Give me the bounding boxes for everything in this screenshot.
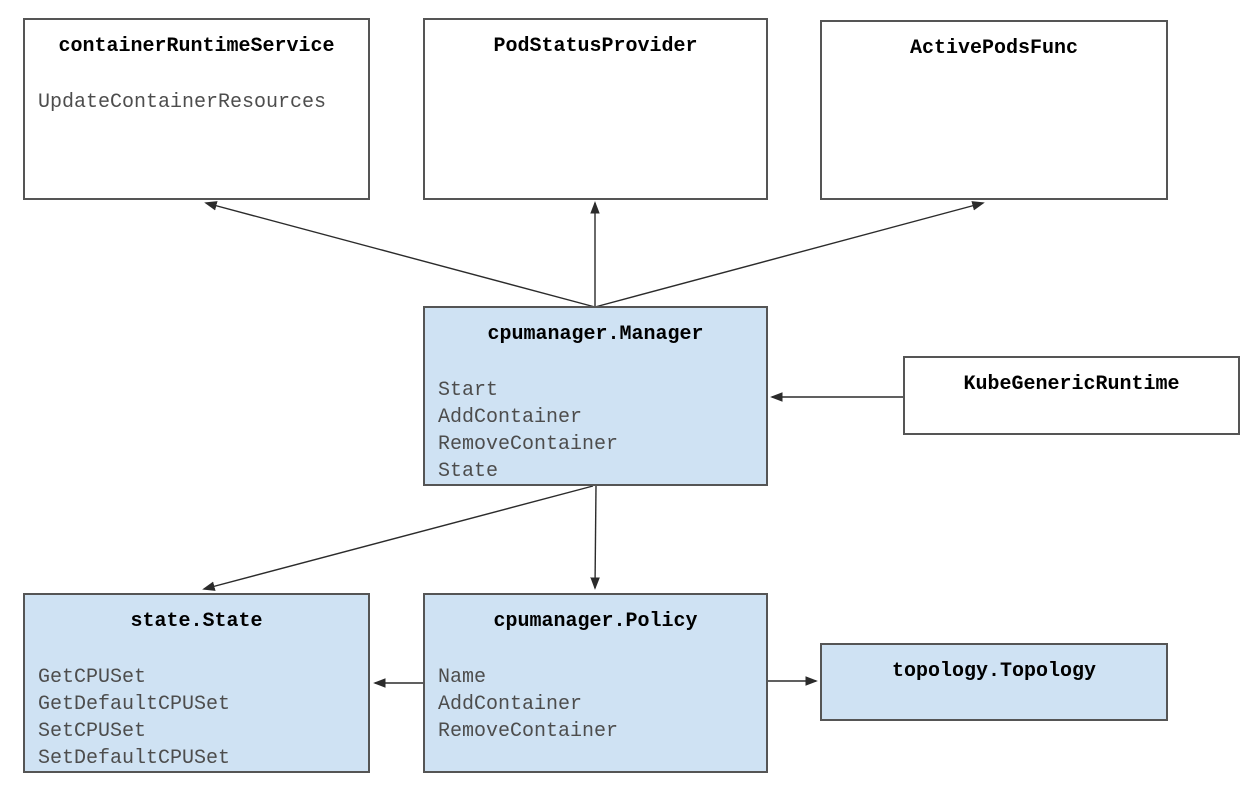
node-state-state: state.State GetCPUSet GetDefaultCPUSet S… xyxy=(23,593,370,773)
method-item: AddContainer xyxy=(438,406,583,429)
method-item: Name xyxy=(438,666,487,689)
method-item: SetDefaultCPUSet xyxy=(38,747,231,770)
method-item: GetCPUSet xyxy=(38,666,147,689)
node-cpumanager-manager: cpumanager.Manager Start AddContainer Re… xyxy=(423,306,768,486)
node-method-list: Start AddContainer RemoveContainer State xyxy=(425,377,766,485)
node-active-pods-func: ActivePodsFunc xyxy=(820,20,1168,200)
edge-manager-to-active-pods-func xyxy=(594,201,985,308)
node-topology-topology: topology.Topology xyxy=(820,643,1168,721)
node-container-runtime-service: containerRuntimeService UpdateContainerR… xyxy=(23,18,370,200)
node-title: ActivePodsFunc xyxy=(909,37,1079,60)
method-item: State xyxy=(438,460,499,483)
node-title: cpumanager.Policy xyxy=(493,610,698,633)
node-kube-generic-runtime: KubeGenericRuntime xyxy=(903,356,1240,435)
method-item: AddContainer xyxy=(438,693,583,716)
node-pod-status-provider: PodStatusProvider xyxy=(423,18,768,200)
node-cpumanager-policy: cpumanager.Policy Name AddContainer Remo… xyxy=(423,593,768,773)
method-item: RemoveContainer xyxy=(438,433,619,456)
node-method-list: UpdateContainerResources xyxy=(25,89,368,116)
node-method-list: GetCPUSet GetDefaultCPUSet SetCPUSet Set… xyxy=(25,664,368,772)
node-method-list: Name AddContainer RemoveContainer xyxy=(425,664,766,745)
node-title: state.State xyxy=(130,610,263,633)
node-title: topology.Topology xyxy=(891,660,1097,683)
edge-manager-to-container-runtime-service xyxy=(204,201,596,308)
node-title: PodStatusProvider xyxy=(493,35,698,58)
node-title: cpumanager.Manager xyxy=(487,323,704,346)
edge-manager-to-policy xyxy=(590,485,600,590)
edge-manager-to-state xyxy=(202,485,594,591)
node-title: containerRuntimeService xyxy=(58,35,335,58)
method-item: GetDefaultCPUSet xyxy=(38,693,231,716)
method-item: SetCPUSet xyxy=(38,720,147,743)
method-item: Start xyxy=(438,379,499,402)
method-item: RemoveContainer xyxy=(438,720,619,743)
node-title: KubeGenericRuntime xyxy=(963,373,1180,396)
method-item: UpdateContainerResources xyxy=(38,91,327,114)
